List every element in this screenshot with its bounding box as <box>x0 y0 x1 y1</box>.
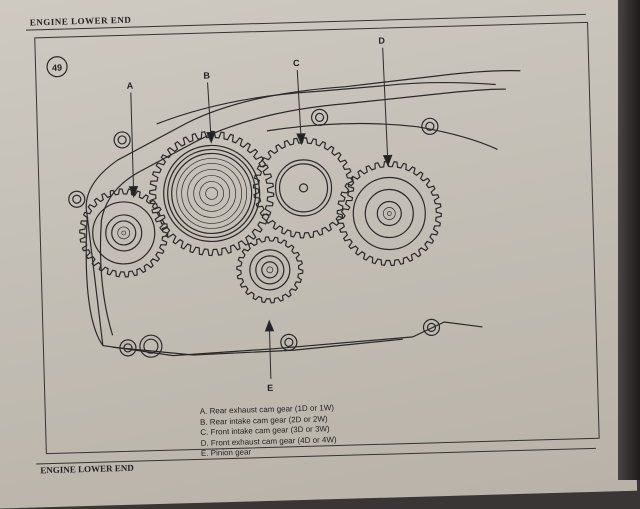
gearB-ring <box>199 181 225 206</box>
gearC-ring <box>278 163 329 213</box>
gearE-ring <box>261 261 279 279</box>
crankcase-inner-outline <box>99 88 506 336</box>
gear-b <box>149 130 275 257</box>
gearB-teeth <box>149 130 275 257</box>
callout-b: B <box>203 70 210 80</box>
gearD-ring <box>364 188 414 239</box>
leader-lines <box>128 47 393 379</box>
bolt-bosses <box>68 108 441 358</box>
figure-number-badge: 49 <box>46 56 68 78</box>
gearB-ring <box>171 152 253 235</box>
gearD-ring <box>352 176 426 251</box>
gearE-ring <box>266 266 274 274</box>
gear-legend: A. Rear exhaust cam gear (1D or 1W) B. R… <box>200 403 337 459</box>
gearB-ring <box>163 144 261 243</box>
gear-d <box>336 160 442 267</box>
gear-a <box>79 188 169 278</box>
gearD-ring <box>382 207 396 220</box>
gearD-teeth <box>336 160 442 267</box>
crankcase-bottom-edge <box>112 338 403 356</box>
gearB-ring <box>193 175 231 212</box>
gearA-ring <box>121 230 127 236</box>
gearA-ring <box>117 226 131 240</box>
gearB-ring <box>187 169 237 218</box>
gearB-ring <box>176 158 248 229</box>
callout-letters: A B C D E <box>126 36 385 393</box>
callout-e: E <box>267 383 273 393</box>
gearD-ring <box>386 211 392 216</box>
crankcase-rib-lower <box>266 122 498 150</box>
gearA-ring <box>111 220 137 246</box>
callout-d: D <box>378 36 385 46</box>
gearC-teeth <box>252 137 355 239</box>
gearD-ring <box>376 200 402 227</box>
gearC-ring <box>298 183 309 193</box>
callout-a: A <box>126 81 133 91</box>
gearC-ring <box>274 159 333 217</box>
gearE-teeth <box>236 236 304 304</box>
gearE-ring <box>255 255 285 285</box>
gearB-ring <box>181 163 243 224</box>
background-edge <box>618 0 640 480</box>
gear-c <box>252 137 355 239</box>
gearB-ring <box>167 148 257 239</box>
gear-e <box>236 236 304 304</box>
gearB-ring <box>205 187 219 200</box>
crankcase-rib <box>156 81 496 125</box>
callout-c: C <box>293 58 300 68</box>
gearE-ring <box>249 249 291 291</box>
gearA-ring <box>105 214 143 252</box>
gearA-teeth <box>79 188 169 278</box>
gearA-ring <box>92 201 156 265</box>
figure-number: 49 <box>52 63 62 73</box>
